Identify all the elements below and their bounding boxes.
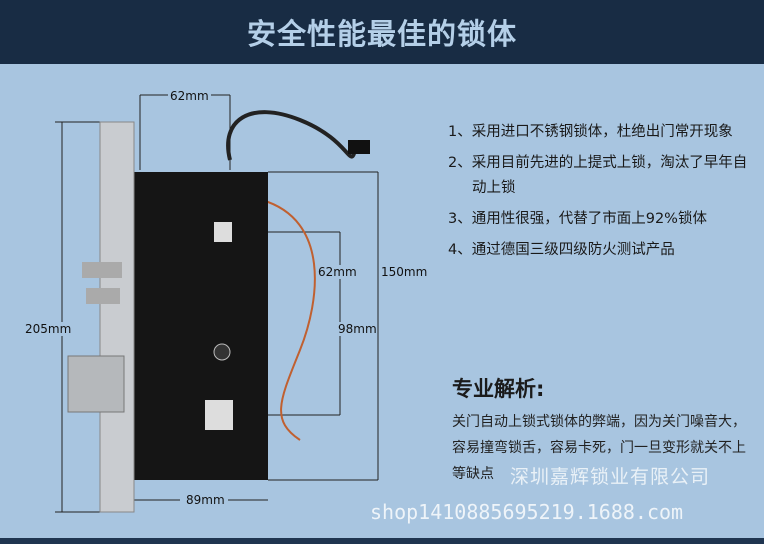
deadbolt-lower [86,288,120,304]
analysis-title: 专业解析: [452,377,545,401]
page-title: 安全性能最佳的锁体 [246,17,517,51]
lower-spindle [213,343,231,361]
dim-spindle-lower: 98mm [338,322,377,336]
lock-body-illustration [55,94,379,513]
faceplate [99,121,135,513]
analysis-text: 关门自动上锁式锁体的弊端，因为关门噪音大，容易撞弯锁舌，容易卡死，门一旦变形就关… [452,414,746,482]
feature-list: 1、采用进口不锈钢锁体，杜绝出门常开现象 2、采用目前先进的上提式上锁，淘汰了早… [448,120,758,269]
analysis-section: 专业解析: 关门自动上锁式锁体的弊端，因为关门噪音大，容易撞弯锁舌，容易卡死，门… [452,373,752,487]
dim-bottom-width: 89mm [186,493,225,507]
feature-item: 4、通过德国三级四级防火测试产品 [448,242,675,258]
dim-spindle-cylinder: 62mm [318,265,357,279]
watermark-url: shop1410885695219.1688.com [370,500,684,524]
feature-item: 3、通用性很强，代替了市面上92%锁体 [448,211,707,227]
signal-wire [261,199,316,441]
dim-top-width: 62mm [168,89,211,103]
dim-total-height: 205mm [25,322,72,336]
watermark-company: 深圳嘉辉锁业有限公司 [510,466,711,488]
dim-body-height: 150mm [381,265,428,279]
bottom-bar [0,538,764,544]
latch-bolt [67,355,125,413]
feature-item: 1、采用进口不锈钢锁体，杜绝出门常开现象 [448,124,733,140]
header-banner: 安全性能最佳的锁体 [0,0,764,64]
cylinder-hole [205,400,233,430]
deadbolt-upper [82,262,122,278]
connector [348,140,370,154]
spindle-hole [214,222,232,242]
feature-item: 2、采用目前先进的上提式上锁，淘汰了早年自动上锁 [448,155,748,196]
wire-harness [226,110,357,161]
lock-case [127,172,268,480]
